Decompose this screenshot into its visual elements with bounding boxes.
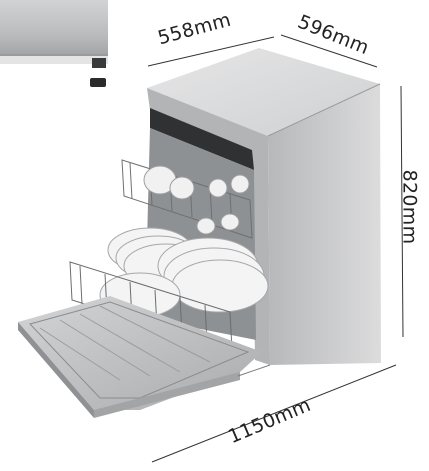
cabinet-front-frame xyxy=(147,88,270,365)
door-rack xyxy=(39,305,211,381)
dimension-lines xyxy=(147,34,404,463)
inset-photo xyxy=(0,0,108,87)
height-dimension-label: 820mm xyxy=(398,169,421,245)
cabinet-top xyxy=(147,48,380,136)
control-panel xyxy=(150,108,254,170)
cabinet-side xyxy=(268,84,381,365)
open-door xyxy=(18,296,262,410)
plates xyxy=(99,227,269,318)
cups xyxy=(143,165,250,235)
